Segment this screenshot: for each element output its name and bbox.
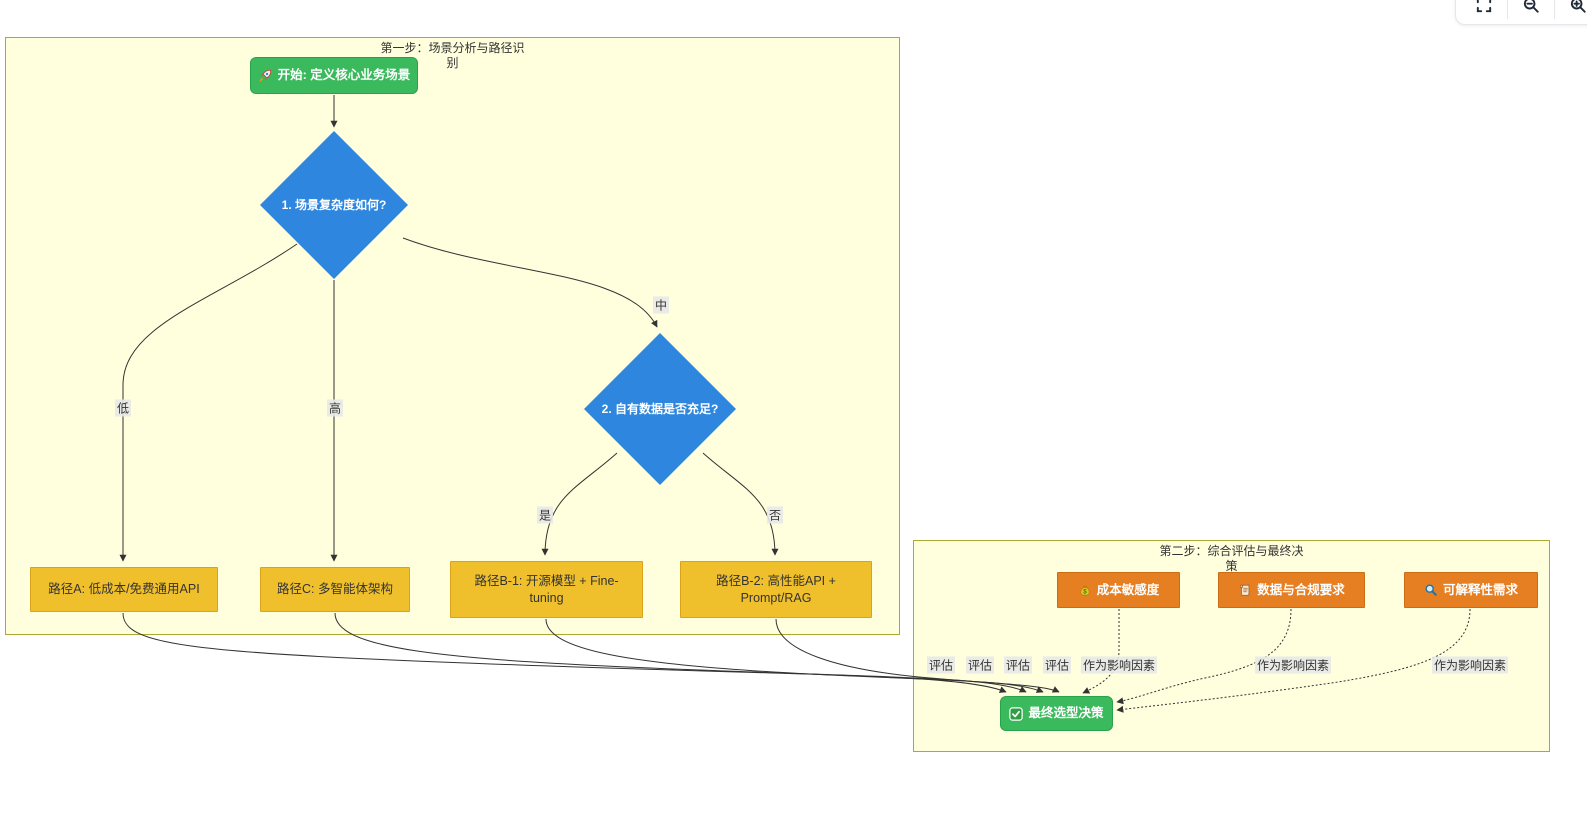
node-path-b2-label: 路径B-2: 高性能API + Prompt/RAG bbox=[716, 573, 836, 605]
edge-label-factor-3: 作为影响因素 bbox=[1431, 656, 1509, 674]
node-path-b2: 路径B-2: 高性能API + Prompt/RAG bbox=[680, 561, 872, 618]
money-bag-icon: $ bbox=[1078, 583, 1092, 597]
edge-label-low: 低 bbox=[114, 399, 132, 417]
node-path-a: 路径A: 低成本/免费通用API bbox=[30, 567, 218, 612]
edge-label-evaluate-2: 评估 bbox=[965, 656, 995, 674]
node-data-compliance-label: 数据与合规要求 bbox=[1257, 582, 1345, 597]
fullscreen-button[interactable] bbox=[1464, 0, 1504, 19]
rocket-icon bbox=[258, 68, 273, 83]
edge-label-factor-1: 作为影响因素 bbox=[1080, 656, 1158, 674]
node-cost-sensitivity-label: 成本敏感度 bbox=[1096, 582, 1160, 597]
toolbar-divider bbox=[1554, 0, 1555, 19]
node-data-compliance: 数据与合规要求 bbox=[1218, 572, 1365, 608]
edge-label-no: 否 bbox=[766, 506, 784, 524]
node-path-c: 路径C: 多智能体架构 bbox=[260, 567, 410, 612]
subgraph-step2-title: 第二步：综合评估与最终决策 bbox=[1159, 544, 1304, 573]
fullscreen-icon bbox=[1475, 0, 1493, 17]
zoom-out-button[interactable] bbox=[1511, 0, 1551, 19]
node-final-decision-label: 最终选型决策 bbox=[1028, 706, 1104, 720]
node-path-c-label: 路径C: 多智能体架构 bbox=[277, 582, 393, 596]
node-decision-complexity-label: 1. 场景复杂度如何? bbox=[281, 197, 387, 212]
node-cost-sensitivity: $ 成本敏感度 bbox=[1057, 572, 1180, 608]
node-path-a-label: 路径A: 低成本/免费通用API bbox=[48, 582, 200, 596]
node-explainability-label: 可解释性需求 bbox=[1442, 582, 1518, 597]
node-path-b1: 路径B-1: 开源模型 + Fine-tuning bbox=[450, 561, 643, 618]
subgraph-step1-title: 第一步：场景分析与路径识别 bbox=[380, 41, 525, 70]
diagram-toolbar bbox=[1455, 0, 1587, 25]
magnifier-icon bbox=[1424, 583, 1438, 597]
node-path-b1-label: 路径B-1: 开源模型 + Fine-tuning bbox=[474, 573, 619, 605]
scroll-icon bbox=[1238, 583, 1252, 597]
node-start: 开始: 定义核心业务场景 bbox=[250, 57, 418, 94]
node-explainability: 可解释性需求 bbox=[1404, 572, 1538, 608]
edge-label-evaluate-1: 评估 bbox=[926, 656, 956, 674]
edge-label-evaluate-3: 评估 bbox=[1003, 656, 1033, 674]
edge-label-factor-2: 作为影响因素 bbox=[1254, 656, 1332, 674]
toolbar-divider bbox=[1507, 0, 1508, 19]
node-start-label: 开始: 定义核心业务场景 bbox=[277, 68, 411, 82]
edge-label-high: 高 bbox=[326, 399, 344, 417]
node-decision-data-sufficiency-label: 2. 自有数据是否充足? bbox=[601, 401, 719, 416]
check-icon bbox=[1009, 706, 1024, 721]
zoom-in-icon bbox=[1569, 0, 1587, 17]
zoom-out-icon bbox=[1522, 0, 1540, 17]
zoom-in-button[interactable] bbox=[1558, 0, 1587, 19]
edge-label-evaluate-4: 评估 bbox=[1042, 656, 1072, 674]
edge-label-mid: 中 bbox=[652, 296, 670, 314]
node-final-decision: 最终选型决策 bbox=[1000, 696, 1113, 731]
edge-label-yes: 是 bbox=[536, 506, 554, 524]
svg-text:$: $ bbox=[1083, 589, 1087, 596]
subgraph-step1: 第一步：场景分析与路径识别 bbox=[5, 37, 900, 635]
